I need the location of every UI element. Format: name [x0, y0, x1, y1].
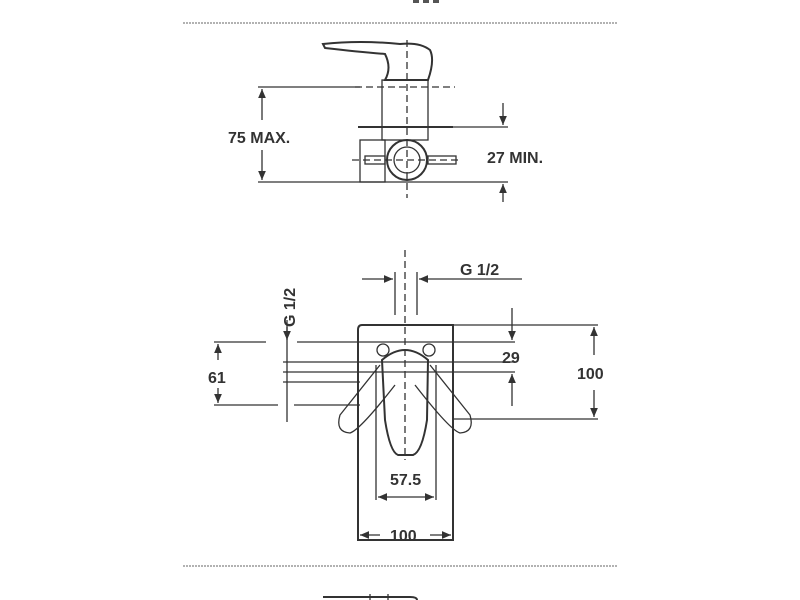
handle-right-position — [414, 364, 472, 434]
housing-box — [359, 139, 386, 183]
pipe-left — [364, 155, 386, 165]
front-view: G 1/2 G 1/2 61 29 100 57.5 — [208, 250, 604, 545]
max-depth-label: 75 MAX. — [228, 130, 290, 147]
height-61-label: 61 — [208, 370, 226, 387]
handle-left-position — [338, 364, 396, 434]
clipped-dimension-fragment — [413, 0, 439, 3]
screw-right — [422, 343, 436, 357]
cover-plate — [357, 324, 454, 541]
offset-29-label: 29 — [502, 350, 520, 367]
handle-front — [380, 349, 430, 456]
mixer-body-side — [381, 79, 429, 141]
screw-left — [376, 343, 390, 357]
thread-label-side: G 1/2 — [282, 288, 299, 327]
handle-side — [321, 41, 434, 81]
thread-label-top: G 1/2 — [460, 262, 499, 279]
pipe-right — [427, 155, 457, 165]
min-depth-label: 27 MIN. — [487, 150, 543, 167]
side-view: 75 MAX. 27 MIN. — [228, 40, 543, 202]
plate-height-label: 100 — [577, 366, 604, 383]
next-view-fragment — [323, 594, 418, 600]
plate-width-label: 100 — [390, 528, 417, 545]
body-width-label: 57.5 — [390, 472, 421, 489]
